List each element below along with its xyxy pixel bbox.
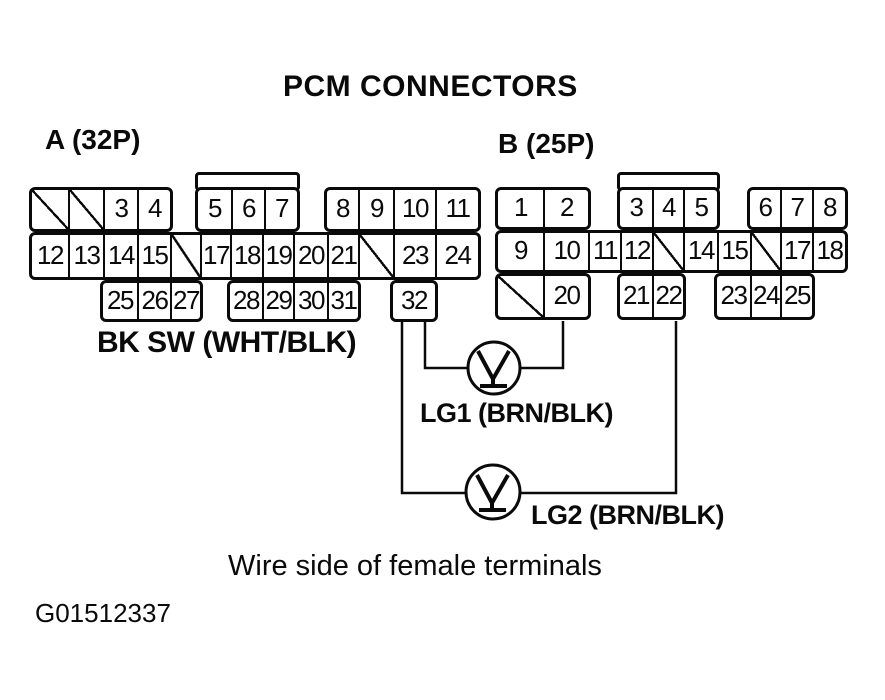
connector-a-pin-8: 8 bbox=[336, 193, 350, 223]
connector-b-pin-23: 23 bbox=[720, 280, 748, 310]
connector-a-pin-28: 28 bbox=[233, 284, 260, 315]
lg2-ground-label: LG2 (BRN/BLK) bbox=[531, 500, 724, 530]
connector-a-blank-cell bbox=[358, 235, 393, 277]
connector-a-pin-23: 23 bbox=[393, 235, 435, 277]
connector-b-group-5: 20 bbox=[495, 273, 591, 320]
connector-b-label: B (25P) bbox=[498, 128, 595, 159]
connector-a-pin-9: 9 bbox=[358, 190, 393, 229]
connector-b-pin-18: 18 bbox=[812, 233, 845, 270]
connector-a-pin-19: 19 bbox=[262, 235, 293, 277]
connector-a-blank-cell bbox=[68, 190, 103, 229]
connector-a-pin-14: 14 bbox=[103, 235, 137, 277]
connector-b-blank-cell bbox=[750, 233, 780, 270]
figure-id: G01512337 bbox=[35, 598, 171, 628]
connector-b-pin-7: 7 bbox=[780, 190, 812, 227]
connector-a-pin-7: 7 bbox=[264, 190, 297, 229]
connector-a-group-7: 32 bbox=[390, 280, 438, 322]
connector-b-pin-2: 2 bbox=[543, 190, 588, 227]
lg2-ground-icon bbox=[475, 474, 510, 512]
connector-b-pin-24: 24 bbox=[750, 276, 780, 317]
lg1-ground-label: LG1 (BRN/BLK) bbox=[420, 398, 613, 428]
connector-b-pin-6: 6 bbox=[758, 192, 773, 222]
caption: Wire side of female terminals bbox=[228, 550, 602, 582]
connector-b-pin-3: 3 bbox=[629, 192, 644, 222]
connector-a-pin-27: 27 bbox=[170, 283, 200, 319]
connector-a-pin-4: 4 bbox=[137, 190, 170, 229]
connector-a-blank-cell bbox=[32, 190, 68, 229]
connector-a-pin-30: 30 bbox=[293, 283, 327, 319]
connector-a-pin-12: 12 bbox=[37, 239, 64, 270]
wire-a32-to-lg1 bbox=[423, 322, 470, 370]
connector-a-blank-cell bbox=[170, 235, 200, 277]
lg1-ground-icon bbox=[476, 350, 511, 388]
connector-b-pin-4: 4 bbox=[652, 190, 683, 227]
connector-b-pin-1: 1 bbox=[514, 192, 528, 222]
connector-a-label: A (32P) bbox=[45, 124, 141, 155]
wire-lg2-to-b22 bbox=[519, 321, 678, 495]
connector-b-pin-10: 10 bbox=[543, 233, 588, 270]
connector-a-pin-20: 20 bbox=[293, 235, 327, 277]
connector-a-pin-5: 5 bbox=[208, 193, 222, 223]
connector-a-pin-21: 21 bbox=[327, 235, 358, 277]
connector-b-pin-14: 14 bbox=[683, 233, 717, 270]
connector-a-pin-25: 25 bbox=[107, 284, 134, 315]
connector-a-pin-3: 3 bbox=[103, 190, 137, 229]
connector-b-pin-11: 11 bbox=[588, 233, 620, 270]
connector-a-pin-13: 13 bbox=[68, 235, 103, 277]
connector-a-pin-29: 29 bbox=[262, 283, 293, 319]
connector-b-pin-25: 25 bbox=[780, 276, 812, 317]
connector-a-pin-6: 6 bbox=[231, 190, 264, 229]
connector-a-pin-11: 11 bbox=[435, 190, 478, 229]
connector-a-pin-32: 32 bbox=[401, 284, 428, 315]
wire-a32-to-lg2 bbox=[400, 322, 467, 495]
connector-a-pin-24: 24 bbox=[435, 235, 478, 277]
connector-a-pin-17: 17 bbox=[200, 235, 230, 277]
connector-a-pin-10: 10 bbox=[393, 190, 435, 229]
connector-a-pin-26: 26 bbox=[137, 283, 170, 319]
connector-b-pin-22: 22 bbox=[652, 276, 683, 317]
connector-b-blank-cell bbox=[652, 233, 683, 270]
diagram-title: PCM CONNECTORS bbox=[283, 70, 578, 103]
connector-b-pin-20: 20 bbox=[543, 276, 588, 317]
connector-b-pin-21: 21 bbox=[623, 280, 650, 310]
connector-b-pin-15: 15 bbox=[717, 233, 750, 270]
connector-a-pin-15: 15 bbox=[137, 235, 170, 277]
connector-b-pin-12: 12 bbox=[620, 233, 652, 270]
connector-b-pin-9: 9 bbox=[514, 235, 528, 265]
wire-lg1-to-b20 bbox=[519, 321, 565, 370]
connector-b-pin-17: 17 bbox=[780, 233, 812, 270]
connector-b-pin-8: 8 bbox=[812, 190, 845, 227]
connector-b-pin-5: 5 bbox=[683, 190, 717, 227]
connector-a-pin-31: 31 bbox=[327, 283, 358, 319]
connector-b-blank-cell bbox=[498, 276, 543, 317]
bk-sw-wire-label: BK SW (WHT/BLK) bbox=[97, 326, 357, 359]
connector-a-pin-18: 18 bbox=[230, 235, 262, 277]
